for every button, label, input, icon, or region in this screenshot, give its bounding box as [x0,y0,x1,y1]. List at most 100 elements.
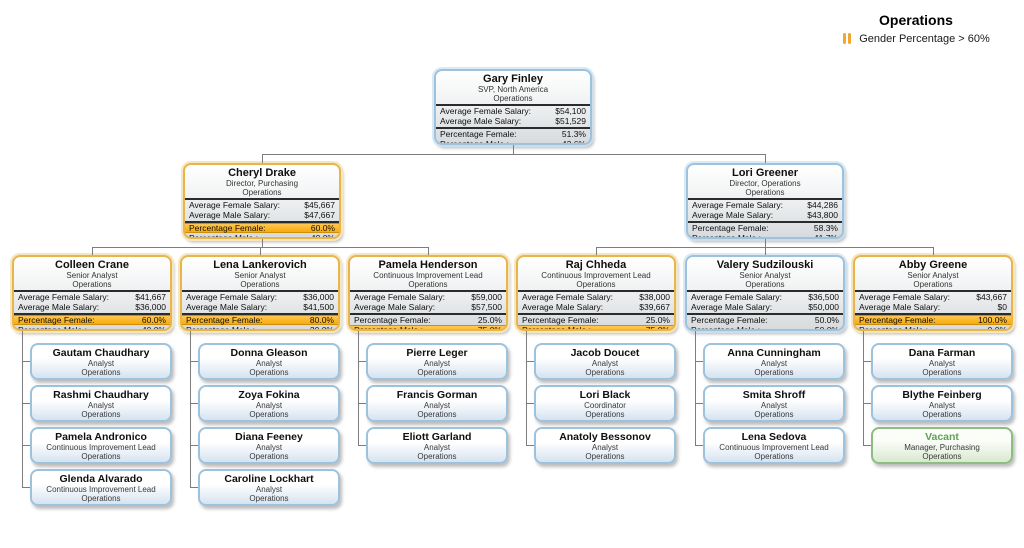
person-name: Lori Greener [731,167,799,179]
connector-line [526,403,534,404]
stat-value: 25.0% [477,315,502,325]
divider [350,290,506,292]
org-leaf-node[interactable]: Vacant Manager, Purchasing Operations [871,427,1013,464]
connector-line [358,331,359,445]
stat-value: 40.0% [141,325,166,331]
org-leaf-node[interactable]: Jacob Doucet Analyst Operations [534,343,676,380]
gender-highlight-icon [842,30,852,48]
divider [687,313,843,315]
org-leaf-node[interactable]: Diana Feeney Analyst Operations [198,427,340,464]
org-leaf-node[interactable]: Zoya Fokina Analyst Operations [198,385,340,422]
person-department: Operations [81,494,121,503]
person-department: Operations [81,368,121,377]
person-title: SVP, North America [477,85,549,94]
person-name: Rashmi Chaudhary [53,389,149,401]
org-leaf-node[interactable]: Glenda Alvarado Continuous Improvement L… [30,469,172,506]
org-node[interactable]: Raj Chheda Continuous Improvement Lead O… [516,255,676,331]
org-node[interactable]: Colleen Crane Senior Analyst Operations … [12,255,172,331]
person-department: Operations [922,452,962,461]
stat-label: Average Female Salary: [189,200,281,210]
legend-item: Gender Percentage > 60% [816,30,1016,48]
org-node[interactable]: Pamela Henderson Continuous Improvement … [348,255,508,331]
stat-value: $43,800 [807,210,838,220]
org-node[interactable]: Cheryl Drake Director, Purchasing Operat… [183,163,341,239]
stat-value: 43.6% [561,139,586,145]
avg-female-salary-row: Average Female Salary: $36,500 [687,292,843,302]
connector-line [190,403,198,404]
stat-label: Percentage Male : [189,233,258,239]
org-leaf-node[interactable]: Anna Cunningham Analyst Operations [703,343,845,380]
stat-value: 80.0% [309,315,334,325]
org-leaf-node[interactable]: Dana Farman Analyst Operations [871,343,1013,380]
stat-value: $36,500 [808,292,839,302]
connector-line [428,247,429,255]
stat-value: $36,000 [303,292,334,302]
pct-female-row: Percentage Female: 80.0% [182,315,338,325]
org-leaf-node[interactable]: Lori Black Coordinator Operations [534,385,676,422]
org-leaf-node[interactable]: Gautam Chaudhary Analyst Operations [30,343,172,380]
divider [688,221,842,223]
person-title: Senior Analyst [907,271,959,280]
person-name: Smita Shroff [742,389,806,401]
stat-value: $57,500 [471,302,502,312]
person-department: Operations [745,280,785,289]
person-name: Lena Sedova [741,431,807,443]
stat-label: Percentage Male : [859,325,928,331]
stat-value: $54,100 [555,106,586,116]
org-node[interactable]: Lena Lankerovich Senior Analyst Operatio… [180,255,340,331]
org-leaf-node[interactable]: Pierre Leger Analyst Operations [366,343,508,380]
stat-value: 41.7% [813,233,838,239]
person-name: Vacant [925,431,959,443]
org-leaf-node[interactable]: Smita Shroff Analyst Operations [703,385,845,422]
person-name: Pamela Henderson [378,259,478,271]
org-node[interactable]: Lori Greener Director, Operations Operat… [686,163,844,239]
avg-female-salary-row: Average Female Salary: $45,667 [185,200,339,210]
person-department: Operations [242,188,282,197]
connector-line [596,247,597,255]
person-name: Dana Farman [908,347,976,359]
avg-male-salary-row: Average Male Salary: $39,667 [518,302,674,312]
stat-value: 50.0% [814,315,839,325]
connector-line [358,445,366,446]
org-leaf-node[interactable]: Rashmi Chaudhary Analyst Operations [30,385,172,422]
org-leaf-node[interactable]: Eliott Garland Analyst Operations [366,427,508,464]
divider [350,313,506,315]
person-title: Continuous Improvement Lead [46,485,156,494]
stat-label: Percentage Male : [354,325,423,331]
person-name: Anna Cunningham [727,347,821,359]
org-leaf-node[interactable]: Francis Gorman Analyst Operations [366,385,508,422]
org-leaf-node[interactable]: Lena Sedova Continuous Improvement Lead … [703,427,845,464]
person-department: Operations [585,368,625,377]
avg-male-salary-row: Average Male Salary: $41,500 [182,302,338,312]
person-name: Zoya Fokina [238,389,300,401]
person-name: Gautam Chaudhary [52,347,150,359]
person-title: Analyst [760,401,788,410]
pct-female-row: Percentage Female: 25.0% [350,315,506,325]
org-leaf-node[interactable]: Donna Gleason Analyst Operations [198,343,340,380]
person-department: Operations [922,368,962,377]
stat-value: $44,286 [807,200,838,210]
stat-value: 60.0% [141,315,166,325]
person-name: Diana Feeney [235,431,303,443]
stat-label: Percentage Female: [189,223,266,233]
org-leaf-node[interactable]: Pamela Andronico Continuous Improvement … [30,427,172,464]
org-leaf-node[interactable]: Anatoly Bessonov Analyst Operations [534,427,676,464]
org-node[interactable]: Valery Sudzilouski Senior Analyst Operat… [685,255,845,331]
connector-line [190,445,198,446]
stat-value: 60.0% [310,223,335,233]
org-node[interactable]: Abby Greene Senior Analyst Operations Av… [853,255,1013,331]
org-leaf-node[interactable]: Blythe Feinberg Analyst Operations [871,385,1013,422]
person-title: Analyst [760,359,788,368]
connector-line [765,247,766,255]
org-node[interactable]: Gary Finley SVP, North America Operation… [434,69,592,145]
avg-male-salary-row: Average Male Salary: $51,529 [436,116,590,126]
stat-value: $41,667 [135,292,166,302]
connector-line [260,247,261,255]
org-leaf-node[interactable]: Caroline Lockhart Analyst Operations [198,469,340,506]
person-name: Valery Sudzilouski [716,259,814,271]
pct-male-row: Percentage Male : 40.0% [14,325,170,331]
connector-line [22,331,23,487]
connector-line [513,145,514,154]
person-name: Lori Black [579,389,631,401]
legend: Operations Gender Percentage > 60% [816,12,1016,48]
